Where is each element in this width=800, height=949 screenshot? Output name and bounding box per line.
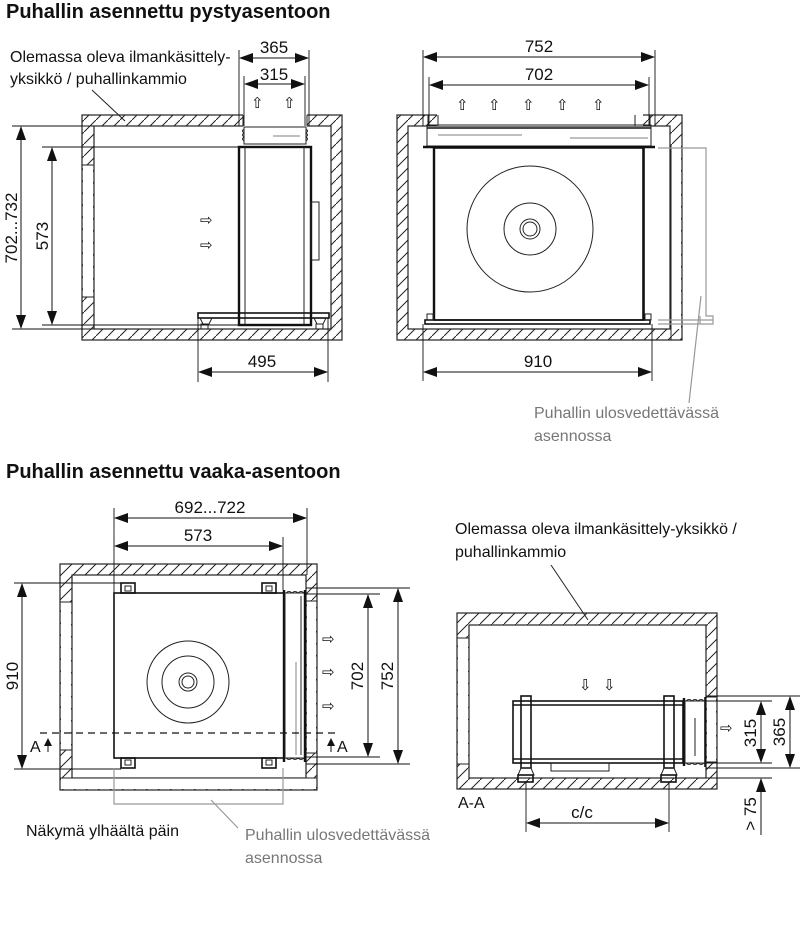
dim-fan-height: 573 [33, 222, 52, 250]
dim-outlet-inner: 315 [260, 65, 288, 84]
dim-outer-width: 752 [525, 37, 553, 56]
dim-outer: 752 [378, 662, 397, 690]
flow-right-icon: ⇨ [200, 211, 213, 229]
flow-up-icon: ⇧ [456, 96, 469, 114]
dim-base-width: 910 [524, 352, 552, 371]
flow-up-icon: ⇧ [251, 94, 264, 112]
impeller-inner [503, 202, 557, 256]
housing-inner [407, 125, 671, 330]
leader-line [550, 564, 589, 621]
left-opening [83, 165, 93, 297]
housing-wall-hatch [60, 564, 317, 790]
horizontal-section-view: Olemassa oleva ilmankäsittely-yksikkö / … [455, 521, 800, 835]
flow-right-icon: ⇨ [322, 663, 335, 681]
dim-length-range: 692...722 [175, 498, 246, 517]
housing-outer [81, 114, 343, 341]
housing-inner [468, 624, 707, 779]
dim-height-range: 702...732 [2, 193, 21, 264]
horizontal-top-view: A A ⇨ ⇨ ⇨ 692...722 573 910 702 752 [3, 498, 430, 867]
pulled-out-outline [658, 147, 714, 325]
impeller-outer [466, 165, 594, 293]
flexible-connector [423, 124, 655, 149]
existing-unit-label-line2: puhallinkammio [455, 544, 566, 561]
leader-line [688, 295, 702, 404]
motor-box [310, 201, 320, 261]
dim-inner: 315 [741, 719, 760, 747]
impeller-inner [161, 655, 215, 709]
section-label: A-A [458, 795, 485, 812]
existing-unit-label-line2: yksikkö / puhallinkammio [10, 71, 187, 88]
flexible-connector [282, 590, 307, 762]
flow-up-icon: ⇧ [522, 96, 535, 114]
impeller-outer [146, 640, 230, 724]
fan-body [512, 695, 684, 783]
flow-right-icon: ⇨ [200, 236, 213, 254]
dim-inner: 702 [348, 662, 367, 690]
dim-fan-length: 573 [184, 526, 212, 545]
existing-unit-label-line1: Olemassa oleva ilmankäsittely- [10, 49, 231, 66]
pulled-out-label-line1: Puhallin ulosvedettävässä [245, 827, 430, 844]
vertical-side-view: Olemassa oleva ilmankäsittely- yksikkö /… [2, 38, 343, 382]
impeller-hub [519, 218, 541, 240]
flow-up-icon: ⇧ [283, 94, 296, 112]
housing-outer [59, 563, 318, 791]
flow-up-icon: ⇧ [488, 96, 501, 114]
section-title-horizontal: Puhallin asennettu vaaka-asentoon [6, 461, 341, 483]
view-label: Näkymä ylhäältä päin [26, 823, 179, 840]
dim-cc: c/c [571, 803, 593, 822]
pulled-out-label-line2: asennossa [534, 428, 611, 445]
dim-outlet-outer: 365 [260, 38, 288, 57]
dim-inner-width: 702 [525, 65, 553, 84]
pulled-out-label-line1: Puhallin ulosvedettävässä [534, 405, 719, 422]
flexible-connector [682, 697, 706, 767]
dim-outer: 365 [770, 718, 789, 746]
flow-right-icon: ⇨ [322, 630, 335, 648]
fan-body [237, 145, 313, 327]
impeller-hub [178, 672, 198, 692]
fan-base [197, 312, 330, 319]
dim-depth: 495 [248, 352, 276, 371]
section-marker-right: A [337, 739, 348, 756]
leader-line [210, 799, 239, 829]
section-marker-left: A [30, 739, 41, 756]
flexible-connector [242, 126, 308, 145]
housing-inner [93, 125, 332, 330]
pulled-out-label-line2: asennossa [245, 850, 322, 867]
flow-up-icon: ⇧ [592, 96, 605, 114]
dim-width: 910 [3, 662, 22, 690]
fan-feet [120, 582, 277, 769]
flow-up-icon: ⇧ [556, 96, 569, 114]
flow-right-icon: ⇨ [720, 719, 733, 737]
dim-clearance: > 75 [741, 797, 760, 831]
flow-down-icon: ⇩ [579, 676, 592, 694]
fan-base [424, 319, 651, 325]
pulled-out-outline [113, 768, 284, 805]
flow-down-icon: ⇩ [603, 676, 616, 694]
vertical-front-view: ⇧ ⇧ ⇧ ⇧ ⇧ 752 702 910 Puhallin ulosvedet… [396, 37, 719, 445]
flow-right-icon: ⇨ [322, 697, 335, 715]
section-title-vertical: Puhallin asennettu pystyasentoon [6, 1, 331, 23]
existing-unit-label-line1: Olemassa oleva ilmankäsittely-yksikkö / [455, 521, 737, 538]
